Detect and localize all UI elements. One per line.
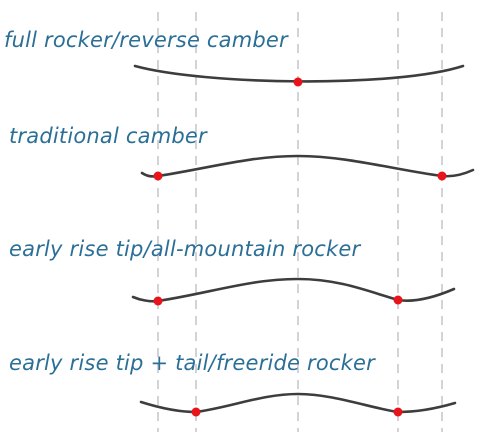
ski-profile-curve (131, 277, 456, 303)
profile-label: full rocker/reverse camber (4, 28, 289, 52)
contact-point (191, 407, 201, 417)
profile-label: early rise tip + tail/freeride rocker (9, 351, 376, 375)
contact-point (293, 77, 303, 87)
profile-early-rise-tip-tail: early rise tip + tail/freeride rocker (9, 351, 457, 417)
profile-label: early rise tip/all-mountain rocker (9, 237, 362, 261)
profile-early-rise-tip: early rise tip/all-mountain rocker (9, 237, 456, 306)
ski-profile-curve (140, 154, 475, 178)
contact-point (153, 296, 163, 306)
contact-point (393, 295, 403, 305)
ski-profile-curve (139, 392, 457, 414)
profile-full-rocker: full rocker/reverse camber (4, 28, 465, 87)
contact-point (153, 171, 163, 181)
contact-point (393, 407, 403, 417)
profile-traditional-camber: traditional camber (9, 124, 475, 181)
profile-label: traditional camber (9, 124, 208, 148)
contact-point (437, 171, 447, 181)
